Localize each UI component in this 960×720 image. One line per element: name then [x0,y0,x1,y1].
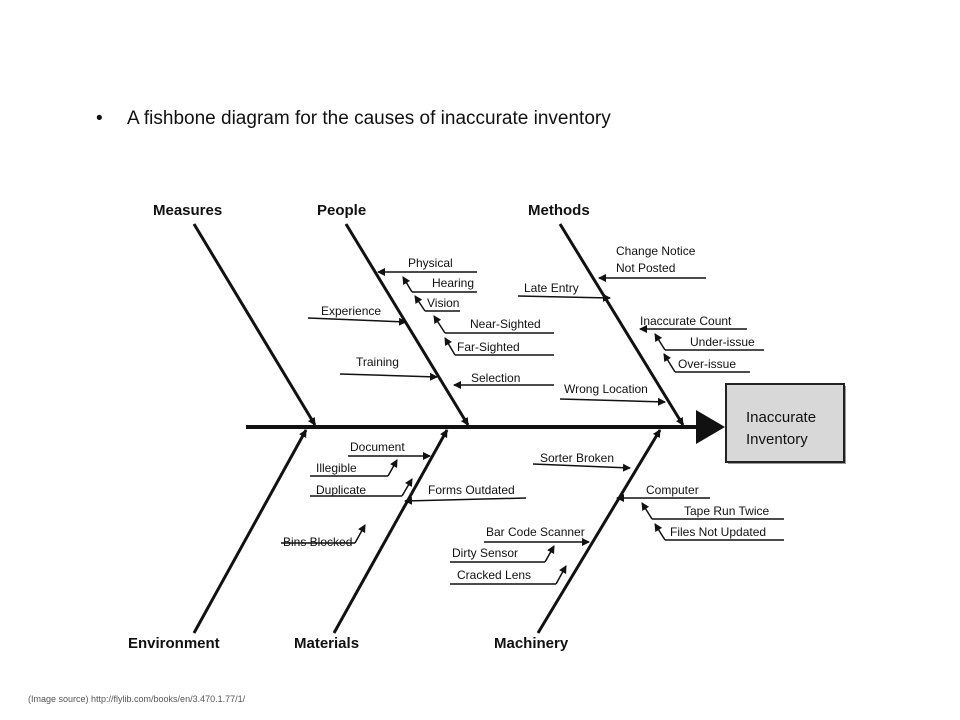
cause-change-notice: Change Notice [616,244,696,258]
cause-duplicate: Duplicate [316,483,366,497]
effect-box [725,383,845,463]
cause-not-posted: Not Posted [616,261,675,275]
cause-hearing: Hearing [432,276,474,290]
cause-bins-blocked: Bins Blocked [283,535,352,549]
bone-machinery [536,429,662,634]
cause-selection: Selection [471,371,520,385]
bone-methods [558,223,685,426]
cause-under-issue: Under-issue [690,335,755,349]
bone-measures [192,223,317,426]
cause-experience: Experience [321,304,381,318]
cause-near-sighted: Near-Sighted [470,317,541,331]
category-environment: Environment [128,635,220,652]
fishbone-diagram: Inaccurate Inventory Measures People Met… [120,188,850,658]
cause-over-issue: Over-issue [678,357,736,371]
methods-branch [517,274,764,406]
materials-branch [310,452,527,505]
cause-far-sighted: Far-Sighted [457,340,520,354]
cause-computer: Computer [646,483,699,497]
effect-line-1: Inaccurate [746,409,816,426]
bone-people [344,223,470,426]
category-measures: Measures [153,202,222,219]
bone-environment [192,429,308,634]
cause-files-not-updated: Files Not Updated [670,525,766,539]
cause-late-entry: Late Entry [524,281,579,295]
cause-training: Training [356,355,399,369]
bullet-point: • [96,108,103,129]
cause-sorter-broken: Sorter Broken [540,451,614,465]
category-people: People [317,202,366,219]
cause-wrong-location: Wrong Location [564,382,648,396]
bone-materials [332,429,449,634]
cause-cracked-lens: Cracked Lens [457,568,531,582]
spine-arrowhead [696,410,725,444]
environment-branch [281,524,366,544]
slide-heading: A fishbone diagram for the causes of ina… [127,108,611,129]
cause-document: Document [350,440,405,454]
cause-illegible: Illegible [316,461,357,475]
image-source-caption: (Image source) http://flylib.com/books/e… [28,694,246,704]
category-machinery: Machinery [494,635,569,652]
cause-tape-run-twice: Tape Run Twice [684,504,769,518]
cause-inaccurate-count: Inaccurate Count [640,314,732,328]
category-methods: Methods [528,202,590,219]
people-branch [307,268,554,389]
effect-line-2: Inventory [746,431,808,448]
machinery-branch [450,463,784,585]
cause-dirty-sensor: Dirty Sensor [452,546,518,560]
cause-forms-outdated: Forms Outdated [428,483,515,497]
cause-physical: Physical [408,256,453,270]
cause-bar-code-scanner: Bar Code Scanner [486,525,585,539]
cause-vision: Vision [427,296,459,310]
category-materials: Materials [294,635,359,652]
